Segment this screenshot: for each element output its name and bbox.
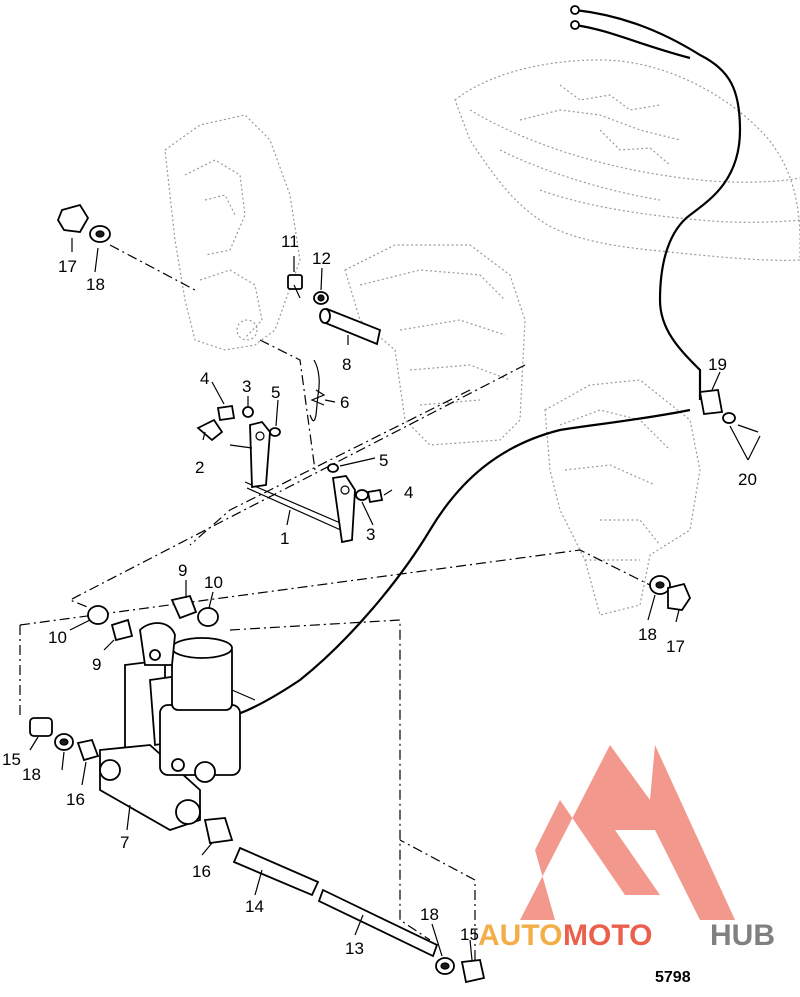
callout-20: 20 <box>738 470 757 489</box>
callout-18: 18 <box>420 905 439 924</box>
callout-15: 15 <box>460 925 479 944</box>
callout-2: 2 <box>195 458 204 477</box>
callout-16: 16 <box>192 862 211 881</box>
callout-10: 10 <box>204 573 223 592</box>
callout-8: 8 <box>342 355 351 374</box>
callout-19: 19 <box>708 355 727 374</box>
trim-pump-motor-assembly <box>99 622 256 831</box>
callout-17: 17 <box>666 637 685 656</box>
callout-18: 18 <box>638 625 657 644</box>
callout-4: 4 <box>200 369 209 388</box>
logo-mark-icon <box>520 745 735 920</box>
manual-release-linkage <box>196 418 356 544</box>
callout-5: 5 <box>271 383 280 402</box>
callout-13: 13 <box>345 939 364 958</box>
callout-1: 1 <box>280 529 289 548</box>
callout-5: 5 <box>379 451 388 470</box>
swivel-bracket-outline <box>344 244 526 446</box>
callout-16: 16 <box>66 790 85 809</box>
callout-9: 9 <box>92 655 101 674</box>
callout-9: 9 <box>178 561 187 580</box>
callout-7: 7 <box>120 833 129 852</box>
wiring-harness <box>234 5 742 717</box>
callout-10: 10 <box>48 628 67 647</box>
right-transom-bracket-outline <box>544 379 701 616</box>
callout-labels: 17 18 11 12 8 4 3 5 6 2 5 4 3 1 9 10 10 … <box>2 232 757 986</box>
callout-4: 4 <box>404 483 413 502</box>
hardware-parts <box>29 203 759 984</box>
callout-3: 3 <box>242 377 251 396</box>
callout-11: 11 <box>281 232 299 251</box>
callout-15: 15 <box>2 750 21 769</box>
left-transom-bracket-outline <box>164 114 301 351</box>
callout-6: 6 <box>340 393 349 412</box>
callout-18: 18 <box>86 275 105 294</box>
callout-3: 3 <box>366 525 375 544</box>
figure-number: 5798 <box>655 969 691 986</box>
leader-lines <box>29 238 761 961</box>
engine-housing-outline <box>454 59 800 261</box>
logo-text-hub: HUB <box>710 919 775 952</box>
callout-17: 17 <box>58 257 77 276</box>
logo-text-moto: MOTO <box>563 919 652 952</box>
logo-text-auto: AUTO <box>478 919 562 952</box>
alignment-lines <box>19 244 651 960</box>
callout-18: 18 <box>22 765 41 784</box>
callout-14: 14 <box>245 897 264 916</box>
automotohub-logo: AUTO MOTO HUB <box>478 745 775 952</box>
callout-12: 12 <box>312 249 331 268</box>
